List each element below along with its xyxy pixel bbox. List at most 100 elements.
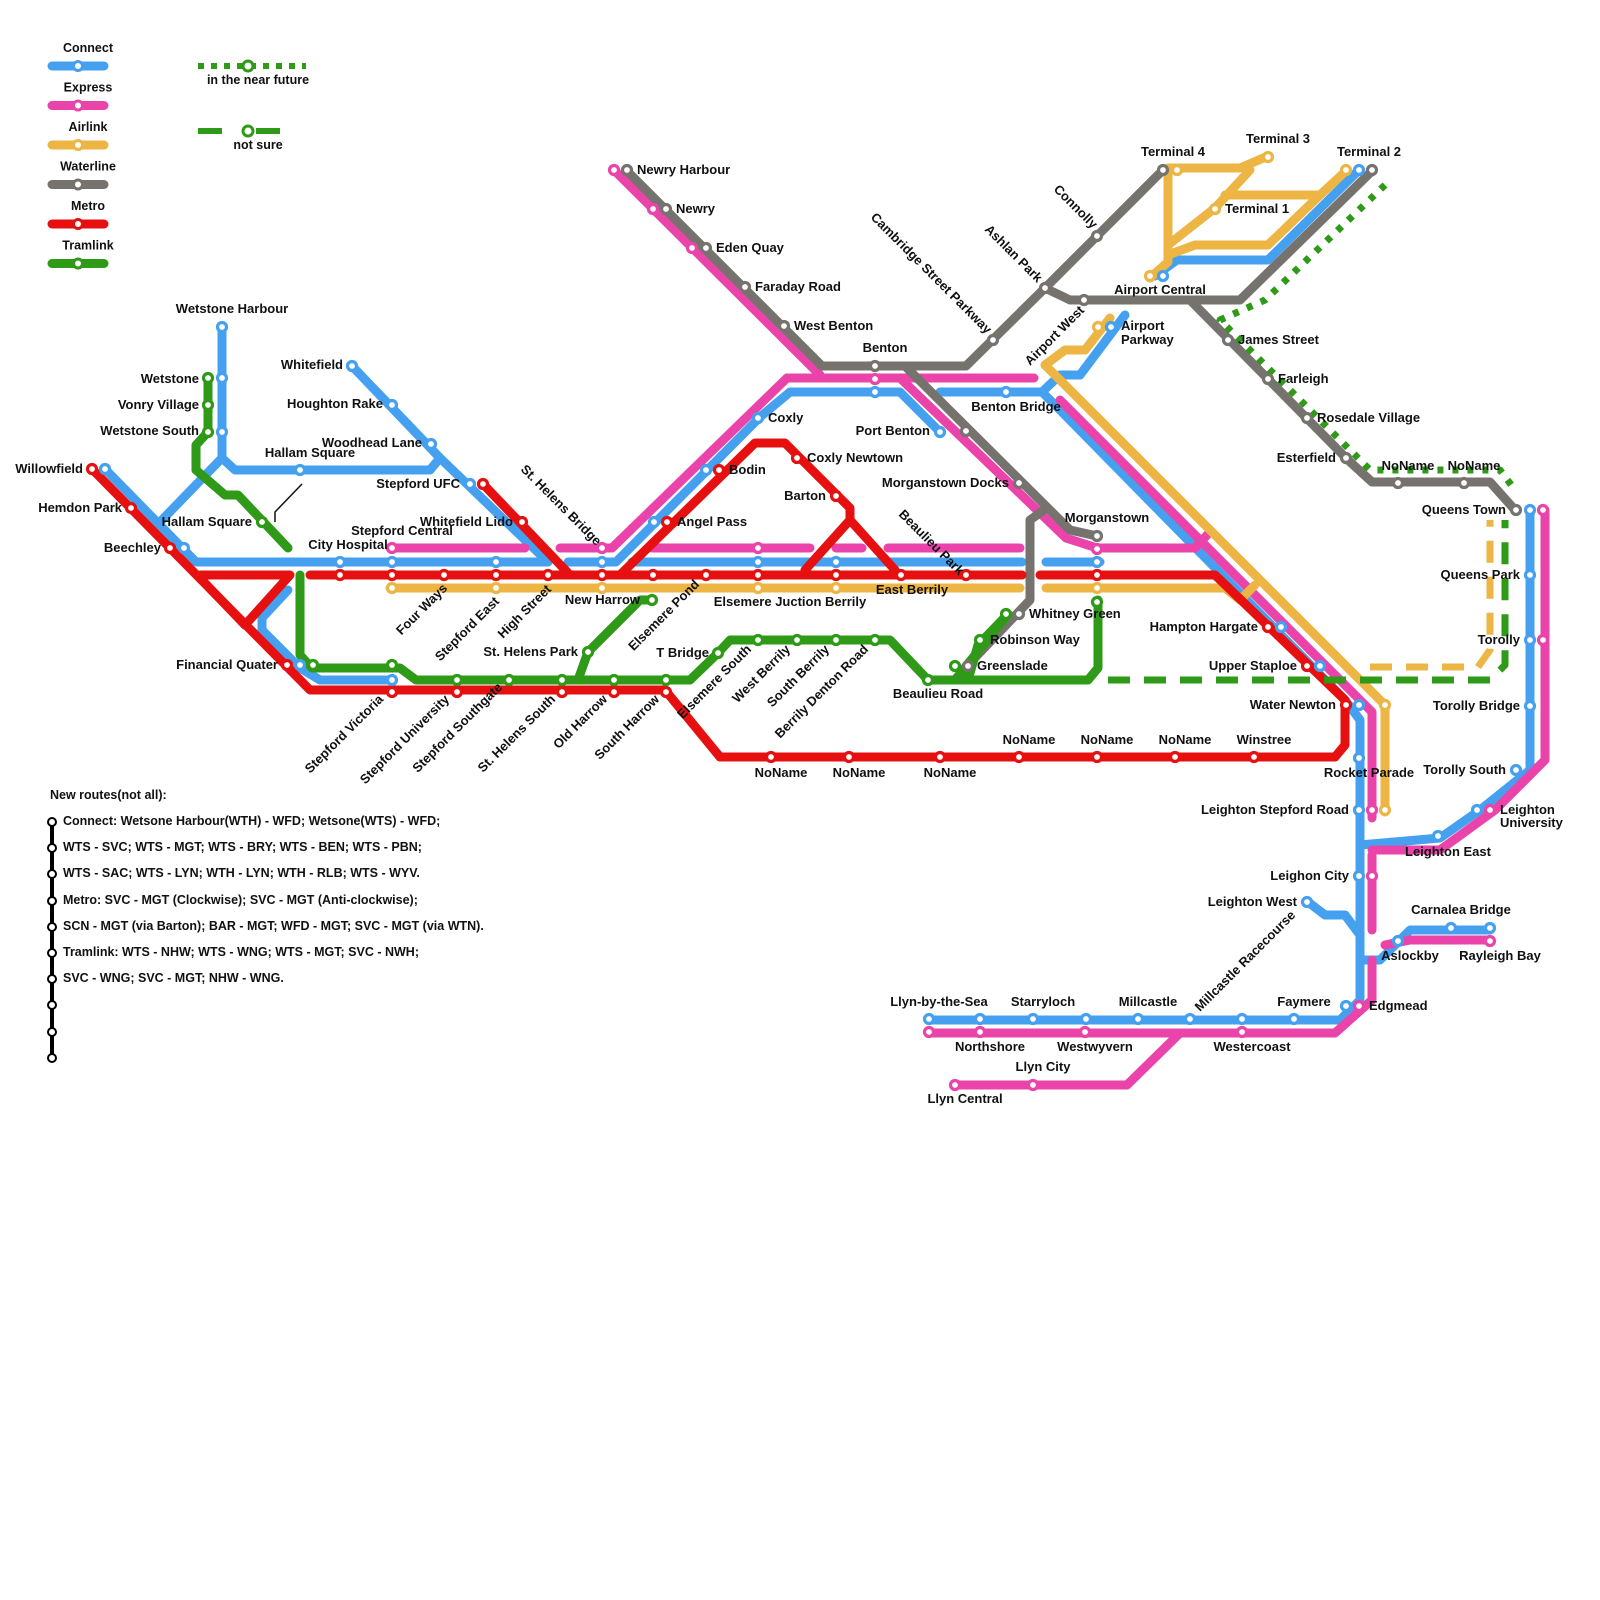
station-label[interactable]: Llyn Central [927,1091,1002,1106]
station-marker[interactable] [1038,281,1052,295]
station-marker[interactable] [502,673,516,687]
station-marker[interactable] [620,163,634,177]
station-marker[interactable] [215,371,229,385]
station-label[interactable]: Wetstone Harbour [176,301,288,316]
station-marker[interactable] [385,555,399,569]
station-marker[interactable] [1090,555,1104,569]
station-marker[interactable] [751,581,765,595]
station-label[interactable]: Beechley [104,540,162,555]
station-marker[interactable] [659,685,673,699]
station-label[interactable]: St. Helens Park [483,644,578,659]
station-label[interactable]: Houghton Rake [287,396,383,411]
station-marker[interactable] [306,658,320,672]
station-marker[interactable] [660,515,674,529]
station-label[interactable]: Queens Park [1441,567,1521,582]
station-marker[interactable] [1536,633,1550,647]
station-marker[interactable] [255,515,269,529]
station-label[interactable]: Llyn-by-the-Sea [890,994,988,1009]
station-marker[interactable] [751,633,765,647]
station-label[interactable]: Port Benton [856,423,930,438]
station-marker[interactable] [581,645,595,659]
station-label[interactable]: Cambridge Street Parkway [868,210,996,338]
station-marker[interactable] [829,555,843,569]
station-label[interactable]: Edgmead [1369,998,1428,1013]
station-marker[interactable] [385,658,399,672]
station-label[interactable]: Torolly South [1423,762,1506,777]
station-marker[interactable] [1221,333,1235,347]
station-label[interactable]: Benton [863,340,908,355]
station-marker[interactable] [948,659,962,673]
station-label[interactable]: Aslockby [1381,948,1440,963]
station-marker[interactable] [1077,293,1091,307]
station-label[interactable]: Leighton Stepford Road [1201,802,1349,817]
station-marker[interactable] [921,673,935,687]
station-marker[interactable] [685,241,699,255]
station-marker[interactable] [1090,529,1104,543]
station-marker[interactable] [1509,503,1523,517]
station-marker[interactable] [201,398,215,412]
station-label[interactable]: Bodin [729,462,766,477]
station-marker[interactable] [450,685,464,699]
station-marker[interactable] [868,372,882,386]
station-marker[interactable] [215,320,229,334]
station-label[interactable]: Greenslade [977,658,1048,673]
station-label[interactable]: West Benton [794,318,873,333]
station-marker[interactable] [948,1078,962,1092]
station-marker[interactable] [1339,451,1353,465]
station-label[interactable]: Coxly Newtown [807,450,903,465]
station-marker[interactable] [1365,869,1379,883]
station-label[interactable]: Hampton Hargate [1150,619,1258,634]
station-marker[interactable] [1483,934,1497,948]
station-label[interactable]: Benton Bridge [971,399,1061,414]
station-marker[interactable] [1208,202,1222,216]
station-marker[interactable] [333,568,347,582]
station-marker[interactable] [959,424,973,438]
station-marker[interactable] [1483,921,1497,935]
station-label[interactable]: James Street [1238,332,1320,347]
station-marker[interactable] [738,280,752,294]
station-label[interactable]: Airport Central [1114,282,1206,297]
station-marker[interactable] [1090,568,1104,582]
station-marker[interactable] [699,241,713,255]
station-marker[interactable] [999,385,1013,399]
station-marker[interactable] [385,685,399,699]
station-marker[interactable] [829,489,843,503]
station-marker[interactable] [933,425,947,439]
station-marker[interactable] [1470,803,1484,817]
station-marker[interactable] [385,541,399,555]
station-marker[interactable] [933,750,947,764]
station-marker[interactable] [489,568,503,582]
station-label[interactable]: Terminal 4 [1141,144,1206,159]
station-marker[interactable] [385,568,399,582]
station-marker[interactable] [973,633,987,647]
station-marker[interactable] [790,451,804,465]
station-label[interactable]: Whitefield [281,357,343,372]
station-marker[interactable] [829,568,843,582]
station-label[interactable]: Torolly Bridge [1433,698,1520,713]
station-marker[interactable] [842,750,856,764]
station-marker[interactable] [1274,620,1288,634]
station-marker[interactable] [1235,1025,1249,1039]
station-marker[interactable] [1261,372,1275,386]
station-marker[interactable] [751,555,765,569]
station-label[interactable]: Upper Staploe [1209,658,1297,673]
station-marker[interactable] [1090,581,1104,595]
station-marker[interactable] [1523,503,1537,517]
station-marker[interactable] [999,607,1013,621]
station-label[interactable]: Woodhead Lane [322,435,422,450]
station-marker[interactable] [293,463,307,477]
station-marker[interactable] [345,359,359,373]
station-label[interactable]: City Hospital [308,537,387,552]
station-marker[interactable] [1431,829,1445,843]
station-label[interactable]: Eden Quay [716,240,785,255]
station-marker[interactable] [424,437,438,451]
station-marker[interactable] [201,371,215,385]
station-marker[interactable] [868,359,882,373]
station-marker[interactable] [659,202,673,216]
station-marker[interactable] [1091,320,1105,334]
station-label[interactable]: Faymere [1277,994,1330,1009]
station-marker[interactable] [1352,869,1366,883]
station-marker[interactable] [961,659,975,673]
station-label[interactable]: Whitney Green [1029,606,1121,621]
